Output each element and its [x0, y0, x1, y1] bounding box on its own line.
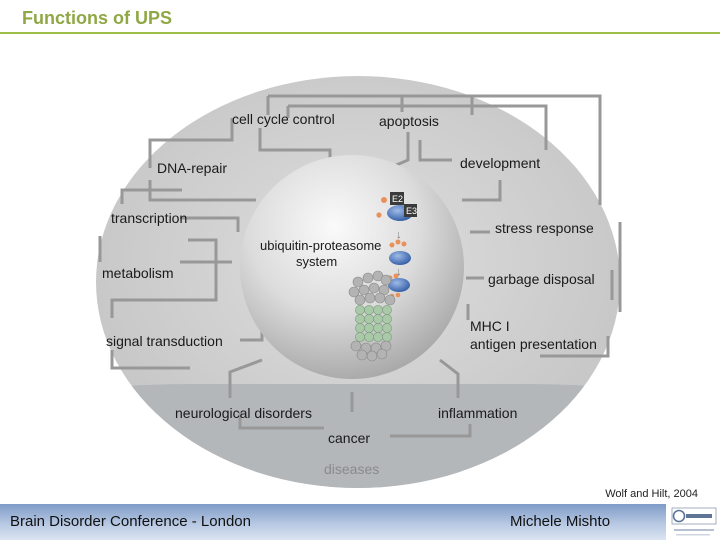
slide-title: Functions of UPS	[22, 8, 172, 28]
label-system: system	[296, 254, 337, 269]
label-neurological-disorders: neurological disorders	[175, 405, 312, 421]
ubiquitin-dot	[401, 241, 407, 247]
connector-lines	[98, 94, 622, 438]
footer-bar: Brain Disorder Conference - London Miche…	[0, 504, 666, 540]
label-diseases: diseases	[324, 461, 379, 477]
ubiquitination-cascade: E2 E3 ↓ ↓	[376, 192, 417, 299]
ubiquitin-dot	[393, 273, 399, 279]
ups-functions-diagram: E2 E3 ↓ ↓	[96, 76, 622, 488]
proteasome-26s-icon	[348, 270, 396, 362]
label-cancer: cancer	[328, 430, 370, 446]
label-signal-transduction: signal transduction	[106, 333, 223, 349]
ubiquitinated-substrate	[388, 278, 410, 292]
ubiquitin-dot	[395, 239, 401, 245]
label-garbage-disposal: garbage disposal	[488, 271, 595, 287]
ubiquitin-dot	[395, 292, 401, 298]
label-metabolism: metabolism	[102, 265, 174, 281]
label-antigen-presentation: antigen presentation	[470, 336, 597, 352]
ubiquitin-dot	[376, 212, 382, 218]
e3-label: E3	[406, 206, 417, 216]
charite-logo-icon	[671, 507, 717, 536]
label-inflammation: inflammation	[438, 405, 517, 421]
label-transcription: transcription	[111, 210, 187, 226]
footer-conference: Brain Disorder Conference - London	[10, 513, 251, 530]
e2-label: E2	[392, 194, 403, 204]
e3-enzyme-icon	[404, 204, 417, 217]
arrow-down-icon: ↓	[396, 229, 402, 241]
ubiquitin-dot	[381, 197, 387, 203]
ubiquitinated-substrate	[389, 251, 411, 265]
title-rule	[0, 32, 720, 34]
citation: Wolf and Hilt, 2004	[605, 488, 698, 500]
label-mhc-i: MHC I	[470, 318, 510, 334]
label-stress-response: stress response	[495, 220, 594, 236]
ubiquitin-dot	[389, 242, 395, 248]
footer-author: Michele Mishto	[510, 513, 611, 530]
label-cell-cycle-control: cell cycle control	[232, 111, 335, 127]
charite-logo	[666, 504, 720, 540]
e2-enzyme-icon	[390, 192, 404, 205]
label-ubiquitin-proteasome: ubiquitin-proteasome	[260, 238, 381, 253]
arrow-down-icon: ↓	[396, 266, 402, 278]
label-apoptosis: apoptosis	[379, 113, 439, 129]
label-dna-repair: DNA-repair	[157, 160, 227, 176]
label-development: development	[460, 155, 540, 171]
